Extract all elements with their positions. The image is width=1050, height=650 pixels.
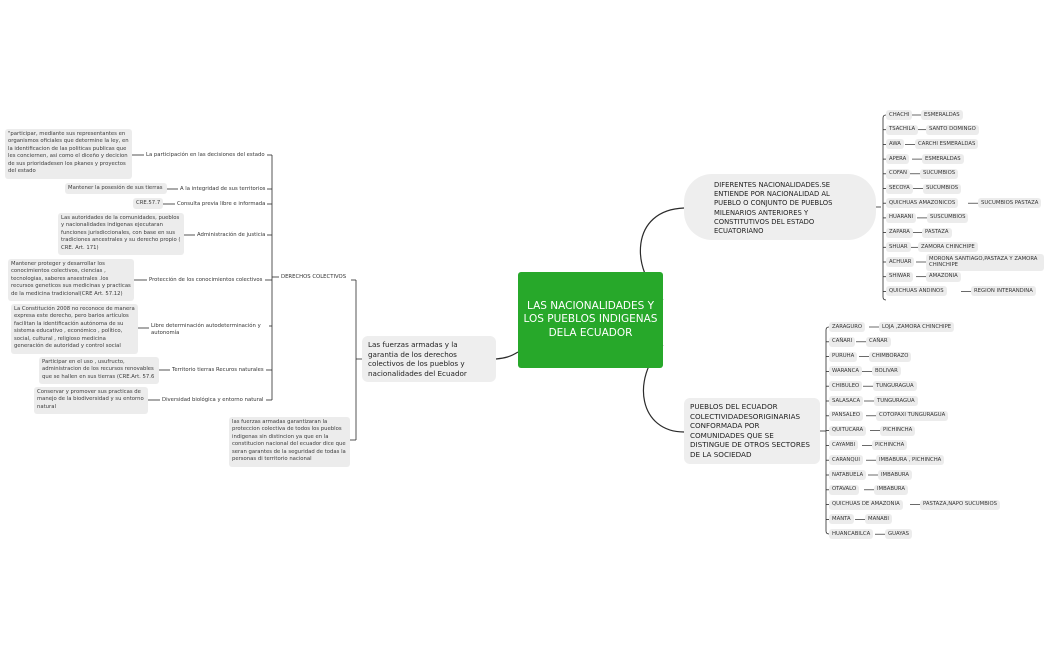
people-place[interactable]: GUAYAS xyxy=(885,529,913,540)
nationality-name[interactable]: QUICHUAS ANDINOS xyxy=(886,286,947,297)
nationality-name[interactable]: ACHUAR xyxy=(886,257,915,267)
peoples-bracket xyxy=(825,330,830,535)
nationality-name[interactable]: HUARANI xyxy=(886,212,917,223)
connector xyxy=(825,326,830,331)
people-name[interactable]: CAYAMBI xyxy=(829,440,859,451)
people-name[interactable]: WARANCA xyxy=(829,366,862,377)
nationality-name[interactable]: AWA xyxy=(886,139,904,150)
nationalities-topic[interactable]: DIFERENTES NACIONALIDADES.SE ENTIENDE PO… xyxy=(684,174,876,240)
people-place[interactable]: PASTAZA,NAPO SUCUMBIOS xyxy=(920,499,1000,510)
nationality-place[interactable]: SUCUMBIOS xyxy=(923,183,962,194)
people-name[interactable]: CHIBULEO xyxy=(829,381,863,392)
armed-forces-topic[interactable]: Las fuerzas armadas y la garantia de los… xyxy=(362,336,496,382)
nationality-place[interactable]: ZAMORA CHINCHIPE xyxy=(918,242,978,253)
right-detail[interactable]: Mantener proteger y desarrollar los cono… xyxy=(8,259,134,301)
nationality-place[interactable]: SUCUMBIOS PASTAZA xyxy=(978,198,1042,209)
nationality-place[interactable]: REGION INTERANDINA xyxy=(971,286,1036,297)
people-place[interactable]: MANABI xyxy=(865,514,892,525)
nationality-place[interactable]: AMAZONIA xyxy=(926,271,961,282)
nationality-name[interactable]: APERA xyxy=(886,154,910,165)
people-name[interactable]: QUITUCARA xyxy=(829,425,867,436)
people-place[interactable]: TUNGURAGUA xyxy=(873,381,917,392)
armed-forces-topic-text: Las fuerzas armadas y la garantia de los… xyxy=(368,340,467,378)
right-label[interactable]: La participación en las decisiones del e… xyxy=(144,151,267,160)
people-place[interactable]: IMBABURA xyxy=(878,470,912,480)
nationality-place[interactable]: ESMERALDAS xyxy=(921,110,963,120)
nationalities-topic-text: DIFERENTES NACIONALIDADES.SE ENTIENDE PO… xyxy=(714,181,833,236)
nationalities-bracket xyxy=(882,118,887,301)
collective-rights-hub[interactable]: DERECHOS COLECTIVOS xyxy=(279,273,349,282)
nationality-place[interactable]: ESMERALDAS xyxy=(922,154,964,165)
people-name[interactable]: PURUHA xyxy=(829,351,858,362)
people-place[interactable]: TUNGURAGUA xyxy=(874,396,918,406)
nationality-place[interactable]: CARCHI ESMERALDAS xyxy=(915,139,979,150)
connector xyxy=(882,114,887,119)
nationality-place[interactable]: PASTAZA xyxy=(922,227,952,238)
nationality-name[interactable]: TSACHILA xyxy=(886,124,919,135)
nationality-name[interactable]: SECOYA xyxy=(886,183,913,194)
people-name[interactable]: ZARAGURO xyxy=(829,322,866,332)
right-detail[interactable]: Las autoridades de la comunidades, puebl… xyxy=(58,213,184,255)
people-name[interactable]: MANTA xyxy=(829,514,854,525)
right-label[interactable]: Protección de los conocimientos colectiv… xyxy=(147,276,265,285)
peoples-topic-text: PUEBLOS DEL ECUADOR COLECTIVIDADESORIGIN… xyxy=(690,402,810,459)
nationality-name[interactable]: QUICHUAS AMAZONICOS xyxy=(886,198,959,209)
people-place[interactable]: PICHINCHA xyxy=(880,425,916,436)
central-topic[interactable]: LAS NACIONALIDADES Y LOS PUEBLOS INDIGEN… xyxy=(518,272,663,368)
armed-forces-note-text: las fuerzas armadas garantizaran la prot… xyxy=(232,419,346,463)
right-detail[interactable]: "participar, mediante sus representantes… xyxy=(5,129,132,179)
right-detail[interactable]: Mantener la posesión de sus tierras xyxy=(65,183,167,194)
collective-rights-hub-label: DERECHOS COLECTIVOS xyxy=(281,274,347,280)
center-to-armed-forces xyxy=(495,351,519,360)
right-detail[interactable]: Conservar y promover sus practicas de ma… xyxy=(34,387,148,414)
right-label[interactable]: A la integridad de sus territorios xyxy=(178,185,268,194)
right-detail[interactable]: La Constitución 2008 no reconoce de mane… xyxy=(11,304,138,354)
people-name[interactable]: OTAVALO xyxy=(829,484,860,495)
people-name[interactable]: SALASACA xyxy=(829,396,864,406)
right-label[interactable]: Diversidad biológica y entorno natural xyxy=(160,396,266,405)
right-detail[interactable]: Participar en el uso , usufructo, admini… xyxy=(39,357,159,384)
nationality-place[interactable]: MORONA SANTIAGO,PASTAZA Y ZAMORA CHINCHI… xyxy=(926,254,1044,271)
right-detail[interactable]: CRE.57.7 xyxy=(133,198,163,209)
right-label[interactable]: Administración de justicia xyxy=(195,231,268,240)
peoples-topic[interactable]: PUEBLOS DEL ECUADOR COLECTIVIDADESORIGIN… xyxy=(684,398,820,464)
right-label[interactable]: Consulta previa libre e informada xyxy=(175,200,268,209)
right-label[interactable]: Territorio tierras Recuros naturales xyxy=(170,366,266,375)
central-topic-title: LAS NACIONALIDADES Y LOS PUEBLOS INDIGEN… xyxy=(523,299,658,339)
people-place[interactable]: BOLIVAR xyxy=(872,366,901,377)
people-place[interactable]: CAÑAR xyxy=(866,336,891,347)
nationality-name[interactable]: ZAPARA xyxy=(886,227,913,238)
people-place[interactable]: COTOPAXI TUNGURAGUA xyxy=(876,410,949,421)
nationality-place[interactable]: SUCUMBIOS xyxy=(920,168,959,179)
people-place[interactable]: LOJA ,ZAMORA CHINCHIPE xyxy=(879,322,955,332)
nationality-name[interactable]: SHUAR xyxy=(886,242,911,253)
people-place[interactable]: IMBABURA xyxy=(874,484,908,495)
people-name[interactable]: QUICHUAS DE AMAZONIA xyxy=(829,499,903,510)
armed-forces-note[interactable]: las fuerzas armadas garantizaran la prot… xyxy=(229,417,350,467)
right-label[interactable]: Libre determinación autodeterminación y … xyxy=(149,322,269,338)
nationality-name[interactable]: COFAN xyxy=(886,168,911,179)
nationality-name[interactable]: SHIWAR xyxy=(886,271,914,282)
nationality-place[interactable]: SANTO DOMINGO xyxy=(926,124,979,135)
people-place[interactable]: CHIMBORAZO xyxy=(869,351,912,362)
people-name[interactable]: HUANCABILCA xyxy=(829,529,874,540)
nationality-name[interactable]: CHACHI xyxy=(886,110,913,120)
people-name[interactable]: CARANQUI xyxy=(829,455,863,466)
people-name[interactable]: NATABUELA xyxy=(829,470,867,480)
people-name[interactable]: PANSALEO xyxy=(829,410,863,421)
people-name[interactable]: CAÑARI xyxy=(829,336,856,347)
people-place[interactable]: PICHINCHA xyxy=(872,440,908,451)
nationality-place[interactable]: SUSCUMBIOS xyxy=(927,212,969,223)
people-place[interactable]: IMBABURA , PICHINCHA xyxy=(876,455,945,466)
